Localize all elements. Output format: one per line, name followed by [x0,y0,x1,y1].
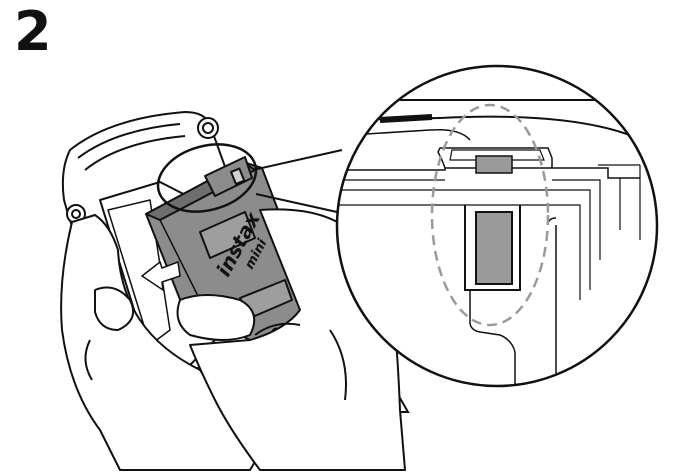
step-number: 2 [14,0,52,63]
left-hand [60,214,261,471]
zoom-connector-lines [252,149,347,215]
dashed-highlight-ellipse [430,103,550,327]
tab-indicator-top [475,155,513,174]
insert-direction-arrow-icon [140,260,181,292]
detail-source-circle [156,143,258,213]
slot-indicator [475,211,513,285]
